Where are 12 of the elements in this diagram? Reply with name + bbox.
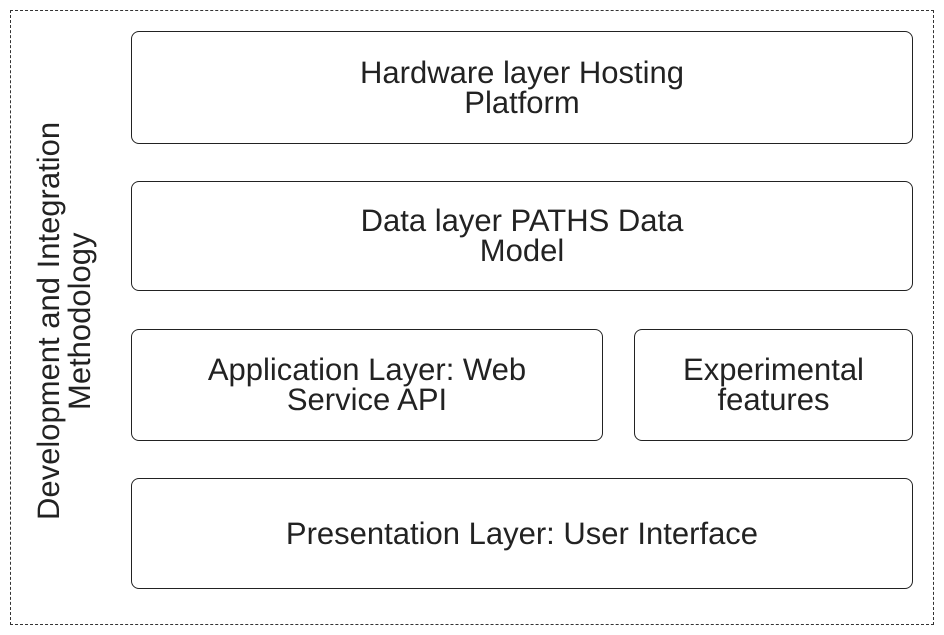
layer-box (634, 329, 913, 441)
layer-label: Application Layer: Web Service API (207, 355, 527, 415)
layer-box (131, 478, 913, 589)
layer-box (131, 181, 913, 291)
frame-label: Development and Integration Methodology (33, 120, 95, 522)
dashed-frame (10, 10, 934, 625)
layer-label: Presentation Layer: User Interface (286, 518, 758, 548)
layer-box (131, 31, 913, 144)
layer-label: Experimental features (682, 355, 865, 415)
layer-label: Data layer PATHS Data Model (360, 206, 684, 266)
layer-box (131, 329, 603, 441)
layer-label: Hardware layer Hosting Platform (359, 58, 685, 118)
